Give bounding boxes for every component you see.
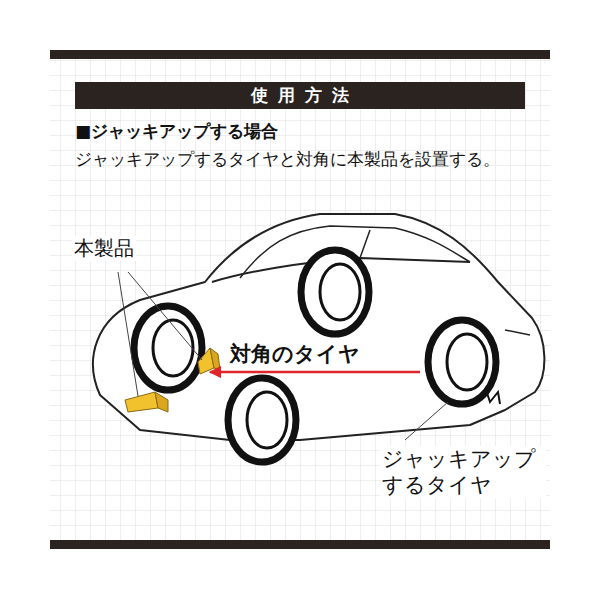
- instruction-text: ジャッキアップするタイヤと対角に本製品を設置する。: [75, 149, 500, 170]
- front-right-tire: [228, 378, 296, 462]
- rear-left-tire: [301, 250, 369, 334]
- top-bar: [50, 50, 550, 59]
- pointer-arrow: [210, 371, 420, 374]
- arrow-label: 対角のタイヤ: [228, 341, 362, 367]
- jacked-tire: [428, 320, 500, 404]
- wheel-chocks: [125, 348, 220, 412]
- title-band: 使用方法: [75, 82, 525, 109]
- part-label: 本製品: [72, 236, 136, 261]
- grid: [50, 58, 550, 540]
- bottom-bar: [50, 540, 550, 549]
- leader-lines: [118, 272, 448, 440]
- tires: [134, 250, 500, 462]
- car-outline: [93, 214, 544, 440]
- title: 使用方法: [75, 82, 525, 109]
- section-heading: ■ジャッキアップする場合: [75, 121, 278, 142]
- callout-label: ジャッキアップ するタイヤ: [380, 446, 546, 499]
